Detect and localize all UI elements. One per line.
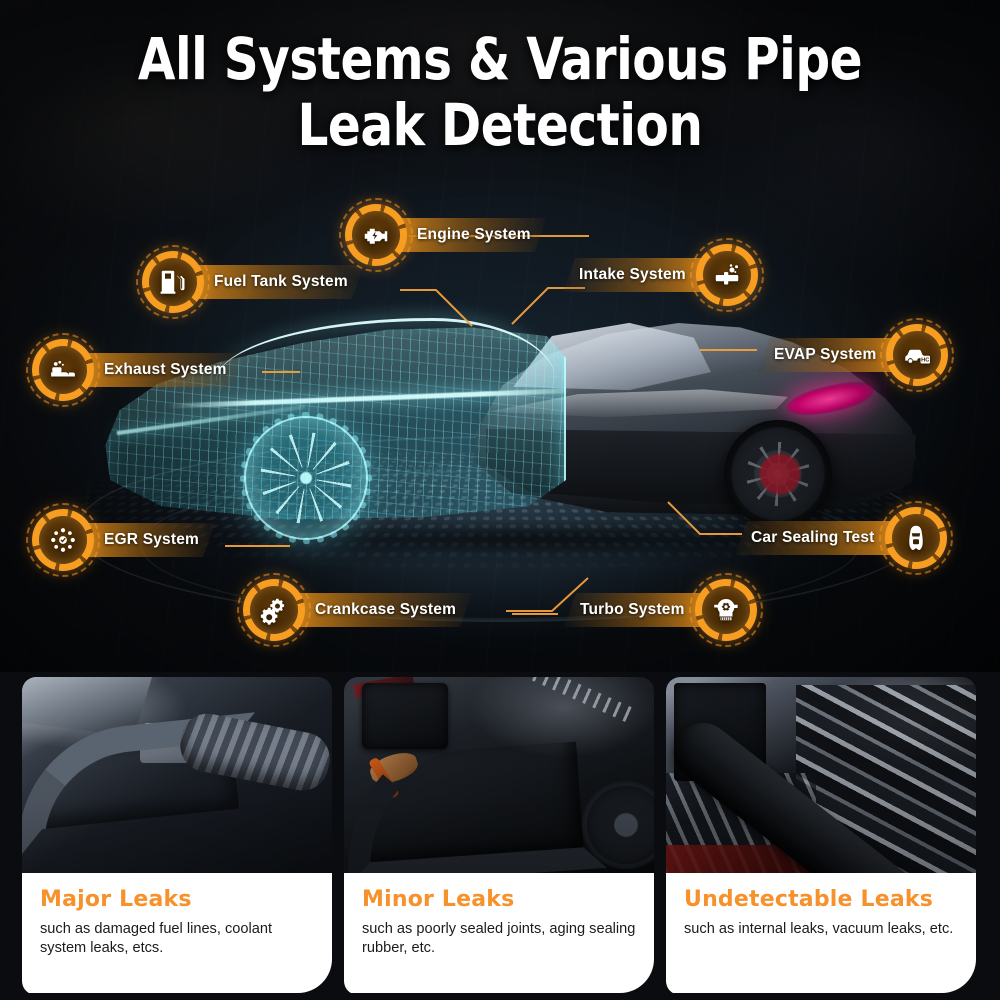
card-description: such as damaged fuel lines, coolant syst… xyxy=(40,921,273,956)
badge-evap-system[interactable]: HC EVAP System xyxy=(758,318,955,392)
svg-text:HC: HC xyxy=(922,358,930,364)
photo-pulley xyxy=(582,781,654,869)
badge-label-intake: Intake System xyxy=(563,258,712,292)
engine-icon xyxy=(339,198,413,272)
card-title: Major Leaks xyxy=(40,887,192,912)
connector-crankcase xyxy=(506,577,589,612)
card-major-leaks[interactable]: Major Leaks such as damaged fuel lines, … xyxy=(22,677,332,995)
intake-pipe-icon xyxy=(689,238,764,312)
badge-label-exhaust: Exhaust System xyxy=(78,353,243,387)
title-line-1: All Systems & Various Pipe xyxy=(137,25,863,93)
badge-car-sealing-test[interactable]: Car Sealing Test xyxy=(735,501,953,575)
turbo-icon xyxy=(688,573,763,647)
badge-fuel-tank-system[interactable]: Fuel Tank System xyxy=(136,245,364,319)
hero-section: Engine System Fuel Tank System Intake Sy… xyxy=(0,0,1000,672)
badge-label-egr: EGR System xyxy=(78,523,215,557)
badge-egr-system[interactable]: EGR System xyxy=(26,503,215,577)
car-top-icon xyxy=(878,501,953,575)
photo-shading xyxy=(22,677,332,877)
exhaust-icon xyxy=(26,333,100,407)
photo-part xyxy=(362,683,448,749)
title-line-2: Leak Detection xyxy=(297,91,703,159)
card-title: Undetectable Leaks xyxy=(684,887,934,912)
badge-turbo-system[interactable]: Turbo System xyxy=(564,573,763,647)
connector-fuel-tank xyxy=(400,289,473,327)
badge-label-turbo: Turbo System xyxy=(564,593,711,627)
badge-label-evap: EVAP System xyxy=(758,338,903,372)
badge-label-crankcase: Crankcase System xyxy=(289,593,472,627)
badge-label-fuel-tank: Fuel Tank System xyxy=(188,265,364,299)
photo-shading xyxy=(666,677,976,877)
card-undetectable-leaks[interactable]: Undetectable Leaks such as internal leak… xyxy=(666,677,976,995)
undetectable-leaks-photo xyxy=(666,677,976,877)
card-title: Minor Leaks xyxy=(362,887,515,912)
car-hc-icon: HC xyxy=(880,318,955,392)
badge-exhaust-system[interactable]: Exhaust System xyxy=(26,333,243,407)
connector-car-sealing xyxy=(667,501,742,535)
card-description: such as internal leaks, vacuum leaks, et… xyxy=(684,921,954,937)
badge-engine-system[interactable]: Engine System xyxy=(339,198,547,272)
major-leaks-photo xyxy=(22,677,332,877)
card-minor-leaks[interactable]: Minor Leaks such as poorly sealed joints… xyxy=(344,677,654,995)
badge-label-car-sealing: Car Sealing Test xyxy=(735,521,901,555)
photo-shading xyxy=(344,677,654,877)
leak-type-cards: Major Leaks such as damaged fuel lines, … xyxy=(0,672,1000,1000)
card-description: such as poorly sealed joints, aging seal… xyxy=(362,921,636,956)
card-text-block: Minor Leaks such as poorly sealed joints… xyxy=(344,873,654,993)
minor-leaks-photo xyxy=(344,677,654,877)
card-text-block: Undetectable Leaks such as internal leak… xyxy=(666,873,976,993)
egr-valve-icon xyxy=(26,503,100,577)
badge-intake-system[interactable]: Intake System xyxy=(563,238,764,312)
fuel-pump-icon xyxy=(136,245,210,319)
badge-label-engine: Engine System xyxy=(391,218,547,252)
page-title: All Systems & Various Pipe Leak Detectio… xyxy=(35,26,965,158)
card-text-block: Major Leaks such as damaged fuel lines, … xyxy=(22,873,332,993)
badge-crankcase-system[interactable]: Crankcase System xyxy=(237,573,472,647)
vignette-overlay xyxy=(0,0,1000,672)
gears-icon xyxy=(237,573,311,647)
